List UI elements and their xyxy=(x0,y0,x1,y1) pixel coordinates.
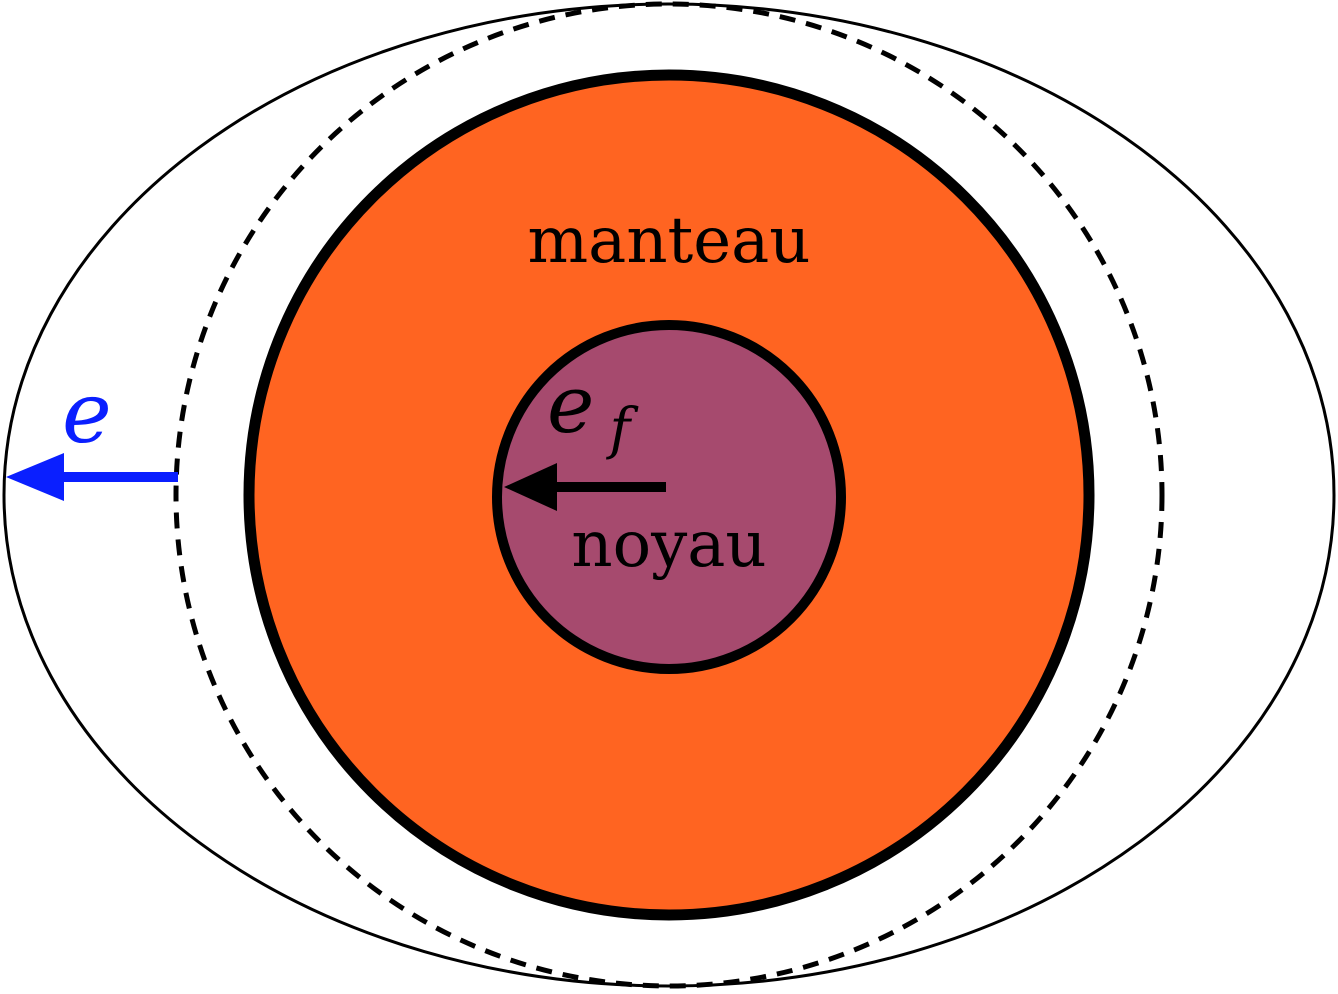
outer-symbol: e xyxy=(62,364,112,462)
outer-arrow xyxy=(6,453,178,501)
dashed-reference-sphere xyxy=(173,1,1165,989)
core-disk xyxy=(492,320,846,674)
core-label: noyau xyxy=(571,508,766,582)
inner-symbol-base: e xyxy=(547,358,594,451)
inner-arrow xyxy=(504,463,666,511)
mantle-label: manteau xyxy=(527,204,810,278)
